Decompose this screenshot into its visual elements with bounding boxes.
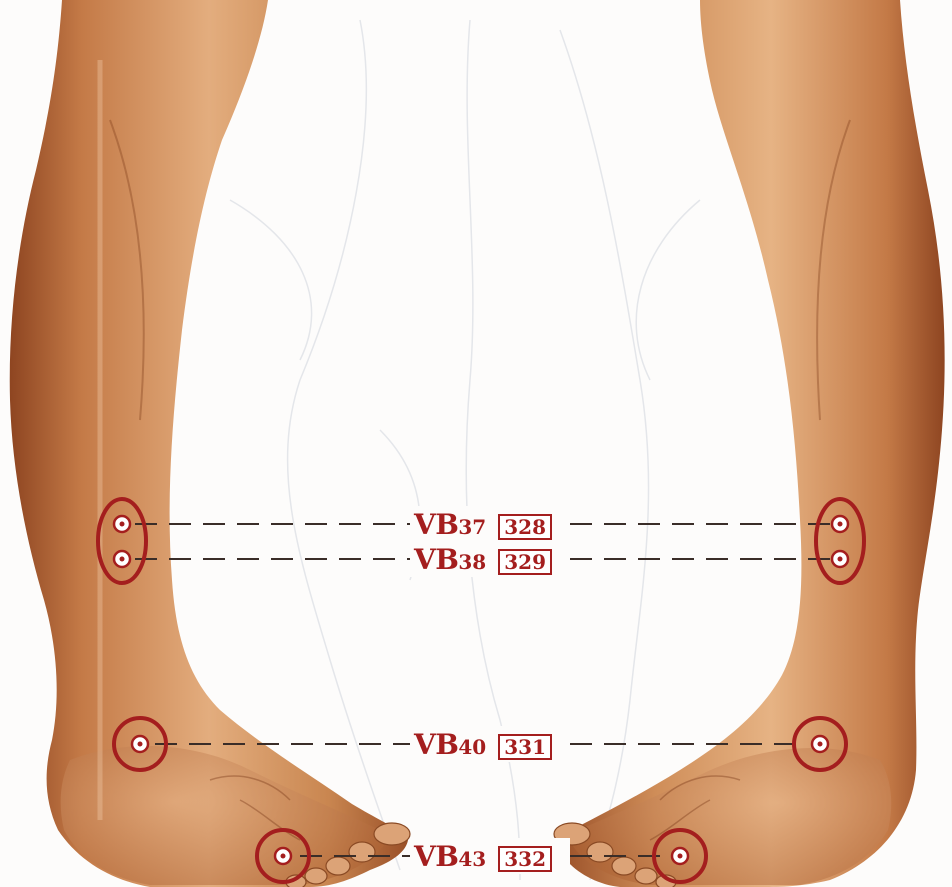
label-vb40-number: 40 (458, 735, 486, 759)
label-vb43-ref: 332 (498, 846, 552, 872)
label-vb38: VB 38 329 (414, 543, 552, 576)
right-leg-shape (559, 0, 945, 887)
label-vb38-ref: 329 (498, 549, 552, 575)
label-vb38-prefix: VB (414, 543, 458, 576)
right-leg (554, 0, 945, 887)
label-vb43: VB 43 332 (414, 840, 552, 873)
label-vb40-prefix: VB (414, 728, 458, 761)
label-vb43-prefix: VB (414, 840, 458, 873)
label-vb40-ref: 331 (498, 734, 552, 760)
label-vb37-prefix: VB (414, 508, 458, 541)
left-leg (10, 0, 410, 887)
left-leg-shape (10, 0, 408, 887)
label-vb37: VB 37 328 (414, 508, 552, 541)
label-vb38-number: 38 (458, 550, 486, 574)
label-vb40: VB 40 331 (414, 728, 552, 761)
label-vb37-number: 37 (458, 515, 486, 539)
label-vb37-ref: 328 (498, 514, 552, 540)
label-vb43-number: 43 (458, 847, 486, 871)
